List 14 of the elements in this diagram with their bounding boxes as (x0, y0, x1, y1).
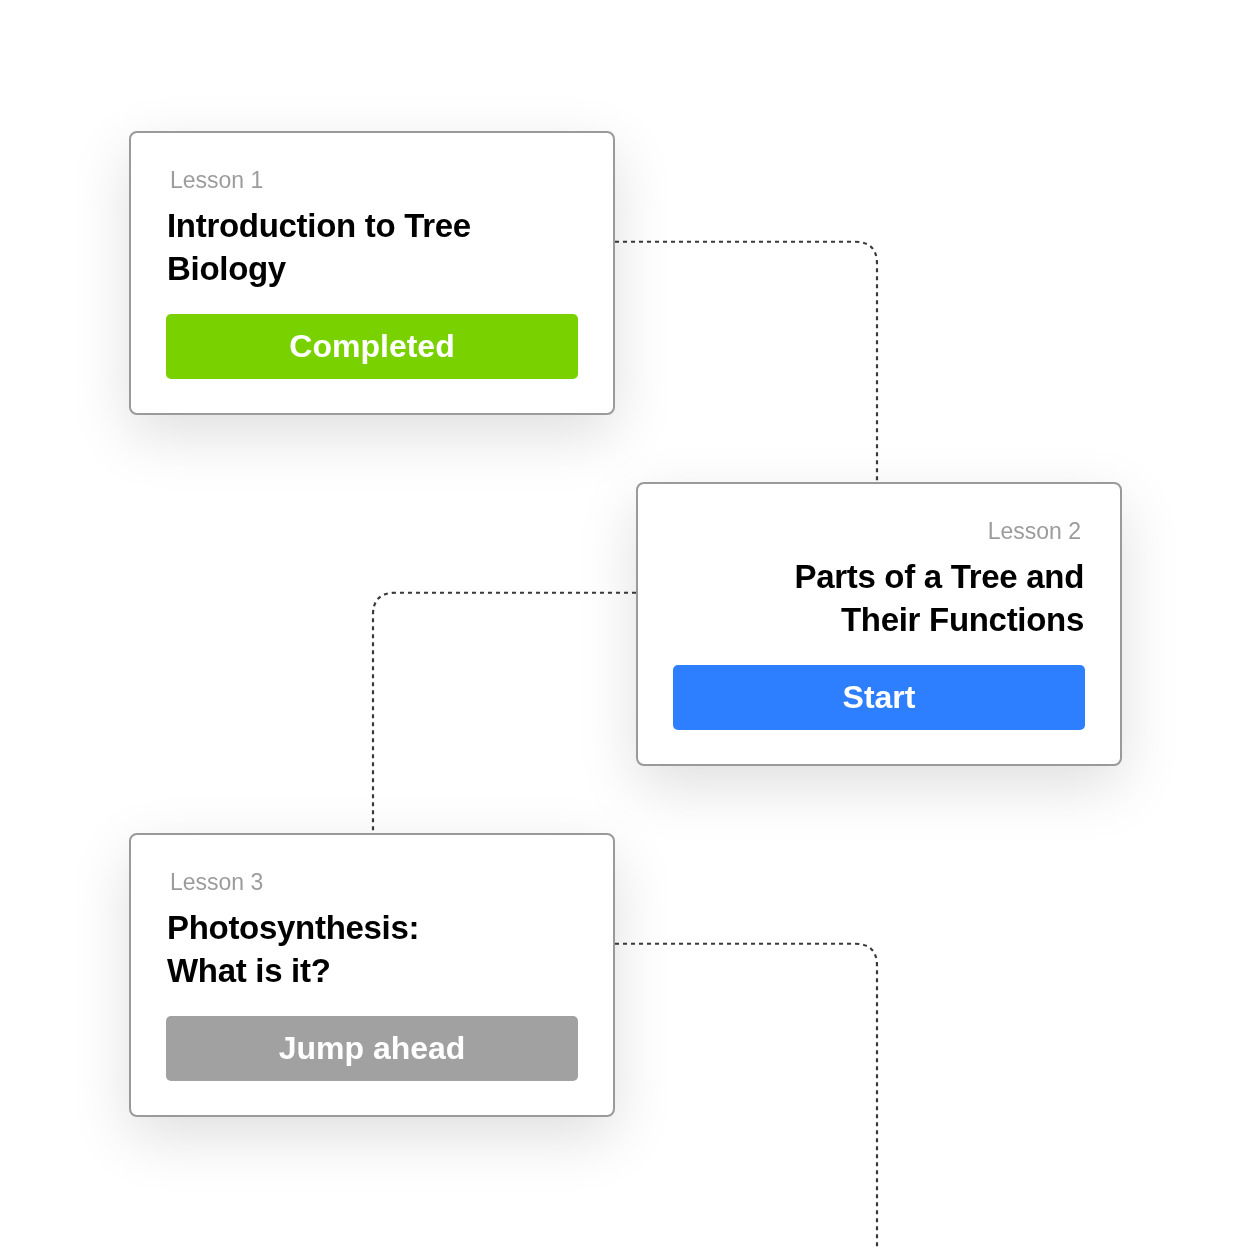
lesson-title: Photosynthesis: What is it? (167, 908, 421, 991)
lesson-number: Lesson 1 (170, 167, 264, 194)
lesson-button: Start (673, 665, 1085, 730)
lesson-number: Lesson 3 (170, 869, 264, 896)
dotted-connector (615, 240, 879, 482)
lesson-button: Completed (166, 314, 578, 379)
dotted-connector (371, 591, 636, 833)
lesson-title: Parts of a Tree and Their Functions (793, 557, 1084, 640)
lesson-card (636, 482, 1122, 766)
lesson-title: Introduction to Tree Biology (167, 206, 472, 289)
lesson-button: Jump ahead (166, 1016, 578, 1081)
lesson-card (129, 131, 615, 415)
lesson-card (129, 833, 615, 1117)
lesson-number: Lesson 2 (987, 518, 1081, 545)
